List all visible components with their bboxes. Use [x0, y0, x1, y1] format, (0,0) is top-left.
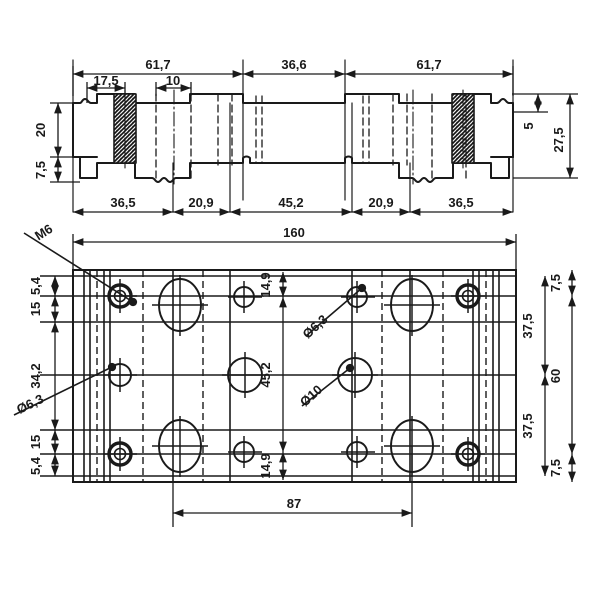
hidden-edges-section [155, 93, 467, 181]
dim-45-2-plan-text: 45,2 [258, 362, 273, 387]
centerlines-section [173, 89, 414, 185]
dim-45-2-sec-text: 45,2 [278, 195, 303, 210]
projection-lines [72, 59, 514, 213]
dim-61-7-left-text: 61,7 [145, 57, 170, 72]
dim-5-4-top-text: 5,4 [28, 276, 43, 295]
leader-m6 [23, 232, 138, 307]
dim-20-9-right-text: 20,9 [368, 195, 393, 210]
dim-5-text: 5 [521, 122, 536, 129]
dim-36-6-text: 36,6 [281, 57, 306, 72]
hole-d63-inner-bottom-left [228, 436, 262, 468]
dim-7-5-tr-text: 7,5 [548, 274, 563, 292]
hatched-insert-right [451, 89, 475, 169]
dim-14-9-top-text: 14,9 [258, 272, 273, 297]
hole-d63-inner-bottom-right [341, 436, 375, 468]
dim-17-5-text: 17,5 [93, 73, 118, 88]
dim-36-5-right-text: 36,5 [448, 195, 473, 210]
dim-37-5-top-text: 37,5 [520, 313, 535, 338]
section-dimensions [50, 66, 578, 216]
slot-bottom-left [152, 416, 208, 477]
dim-61-7-right-text: 61,7 [416, 57, 441, 72]
plan-outline [72, 269, 517, 483]
dim-60-text: 60 [548, 369, 563, 383]
slot-top-right [384, 275, 440, 336]
dim-15-top-text: 15 [28, 302, 43, 316]
leader-d63-right [305, 283, 367, 337]
plan-horizontal-lines [40, 275, 516, 477]
plan-callouts [13, 232, 367, 416]
dim-20-text: 20 [33, 123, 48, 137]
hatched-insert-left [113, 89, 137, 169]
dim-7-5-br-text: 7,5 [548, 459, 563, 477]
plan-view [40, 269, 517, 483]
hole-d63-inner-top-left [228, 281, 262, 313]
leader-d10 [301, 363, 355, 407]
dim-37-5-bot-text: 37,5 [520, 413, 535, 438]
hole-d63-inner-top-right [341, 281, 375, 313]
section-dimension-texts: 61,7 36,6 61,7 17,5 10 20 7,5 5 27,5 36,… [33, 57, 566, 210]
slot-top-left [152, 275, 208, 336]
dim-15-bot-text: 15 [28, 435, 43, 449]
profile-outline-bottom [72, 155, 514, 183]
section-view [72, 59, 514, 213]
dim-10-text: 10 [166, 73, 180, 88]
dim-36-5-left-text: 36,5 [110, 195, 135, 210]
leader-d63-left [13, 362, 117, 416]
dim-27-5-text: 27,5 [551, 127, 566, 152]
dim-7-5-left-text: 7,5 [33, 161, 48, 179]
dim-20-9-left-text: 20,9 [188, 195, 213, 210]
dim-87-text: 87 [287, 496, 301, 511]
plan-dimensions [51, 234, 576, 527]
profile-outline-top [72, 93, 514, 104]
dim-160-text: 160 [283, 225, 305, 240]
dim-5-4-bot-text: 5,4 [28, 456, 43, 475]
dim-14-9-bot-text: 14,9 [258, 453, 273, 478]
dim-34-2-text: 34,2 [28, 363, 43, 388]
